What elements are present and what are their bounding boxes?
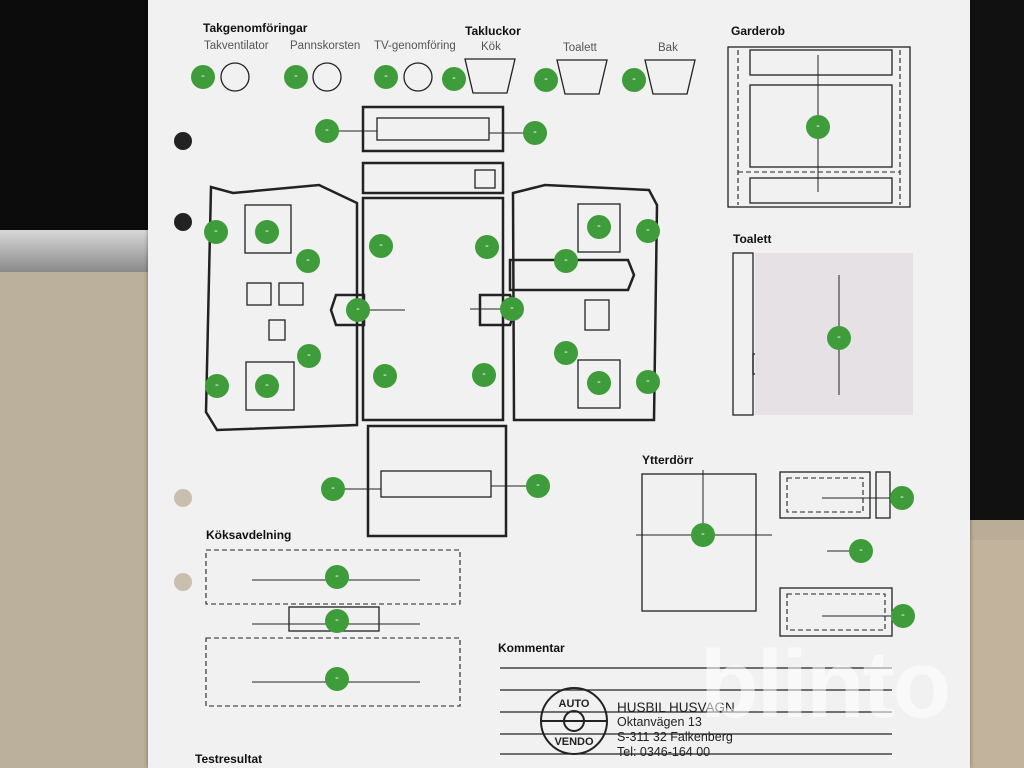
company-address: HUSBIL HUSVAGN Oktanvägen 13 S-311 32 Fa… [617, 700, 735, 760]
inspection-status-dot: - [475, 235, 499, 259]
inspection-status-dot: - [691, 523, 715, 547]
inspection-status-dot: - [321, 477, 345, 501]
label-bak: Bak [658, 42, 678, 54]
inspection-status-dot: - [636, 219, 660, 243]
background-right-carpet [965, 540, 1024, 768]
inspection-status-dot: - [284, 65, 308, 89]
punch-hole [174, 132, 192, 150]
background-right-dark [965, 0, 1024, 520]
inspection-status-dot: - [622, 68, 646, 92]
company-phone: Tel: 0346-164 00 [617, 745, 711, 759]
auto-vendo-logo: AUTO VENDO [540, 687, 608, 755]
company-street: Oktanvägen 13 [617, 715, 702, 729]
svg-text:AUTO: AUTO [559, 698, 590, 710]
inspection-status-dot: - [255, 374, 279, 398]
inspection-status-dot: - [205, 374, 229, 398]
section-title-garderob: Garderob [731, 24, 786, 38]
punch-hole [174, 489, 192, 507]
background-carpet [0, 272, 150, 768]
svg-text:VENDO: VENDO [554, 736, 594, 748]
inspection-status-dot: - [891, 604, 915, 628]
inspection-status-dot: - [346, 298, 370, 322]
inspection-status-dot: - [442, 67, 466, 91]
punch-hole [174, 573, 192, 591]
inspection-status-dot: - [296, 249, 320, 273]
inspection-status-dot: - [297, 344, 321, 368]
inspection-status-dot: - [636, 370, 660, 394]
company-name: HUSBIL HUSVAGN [617, 700, 735, 715]
inspection-status-dot: - [369, 234, 393, 258]
inspection-status-dot: - [526, 474, 550, 498]
inspection-status-dot: - [325, 667, 349, 691]
inspection-status-dot: - [374, 65, 398, 89]
section-title-takgenomforingar: Takgenomföringar [203, 21, 308, 35]
label-toalett-lucka: Toalett [563, 42, 597, 54]
section-title-koksavdelning: Köksavdelning [206, 528, 292, 542]
inspection-status-dot: - [325, 609, 349, 633]
label-kok: Kök [481, 41, 501, 53]
company-postal: S-311 32 Falkenberg [617, 730, 733, 744]
inspection-status-dot: - [890, 486, 914, 510]
inspection-status-dot: - [373, 364, 397, 388]
background-metal-bar [0, 230, 150, 272]
inspection-status-dot: - [849, 539, 873, 563]
section-title-toalett: Toalett [733, 232, 772, 246]
inspection-status-dot: - [827, 326, 851, 350]
section-title-takluckor: Takluckor [465, 24, 521, 38]
inspection-status-dot: - [255, 220, 279, 244]
inspection-status-dot: - [534, 68, 558, 92]
label-pannskorsten: Pannskorsten [290, 40, 361, 52]
inspection-status-dot: - [472, 363, 496, 387]
section-title-testresultat: Testresultat [195, 752, 263, 766]
inspection-status-dot: - [191, 65, 215, 89]
inspection-status-dot: - [587, 215, 611, 239]
inspection-status-dot: - [204, 220, 228, 244]
inspection-status-dot: - [315, 119, 339, 143]
inspection-status-dot: - [500, 297, 524, 321]
section-title-ytterdorr: Ytterdörr [642, 453, 694, 467]
inspection-status-dot: - [523, 121, 547, 145]
inspection-status-dot: - [587, 371, 611, 395]
punch-hole [174, 213, 192, 231]
watermark: blinto [700, 631, 951, 738]
label-takventilator: Takventilator [204, 40, 269, 52]
inspection-status-dot: - [806, 115, 830, 139]
inspection-status-dot: - [554, 341, 578, 365]
inspection-status-dot: - [554, 249, 578, 273]
label-tv-genomforing: TV-genomföring [374, 40, 456, 52]
inspection-status-dot: - [325, 565, 349, 589]
section-title-kommentar: Kommentar [498, 641, 565, 655]
